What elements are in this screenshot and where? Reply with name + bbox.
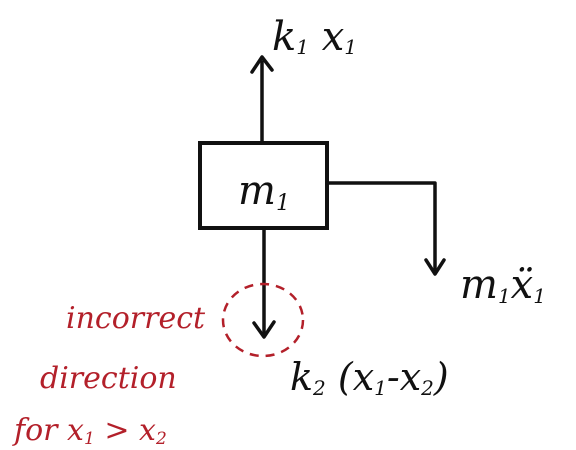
downward-force-label: k2 (x1-x2) bbox=[290, 355, 449, 400]
annotation-line-2: direction bbox=[40, 361, 177, 396]
inertia-arrowhead bbox=[424, 258, 446, 276]
inertia-leader-line bbox=[325, 181, 437, 272]
annotation-line-1: incorrect bbox=[66, 301, 206, 336]
downward-force-arrowhead bbox=[252, 320, 276, 339]
mass-label: m1 bbox=[238, 168, 290, 216]
annotation-highlight-circle bbox=[221, 282, 305, 358]
annotation-line-3: for x1 > x2 bbox=[12, 413, 167, 449]
upward-force-arrowhead bbox=[250, 55, 274, 74]
inertia-label: m1ẍ1 bbox=[460, 262, 546, 308]
upward-force-label: k1 x1 bbox=[272, 14, 357, 60]
